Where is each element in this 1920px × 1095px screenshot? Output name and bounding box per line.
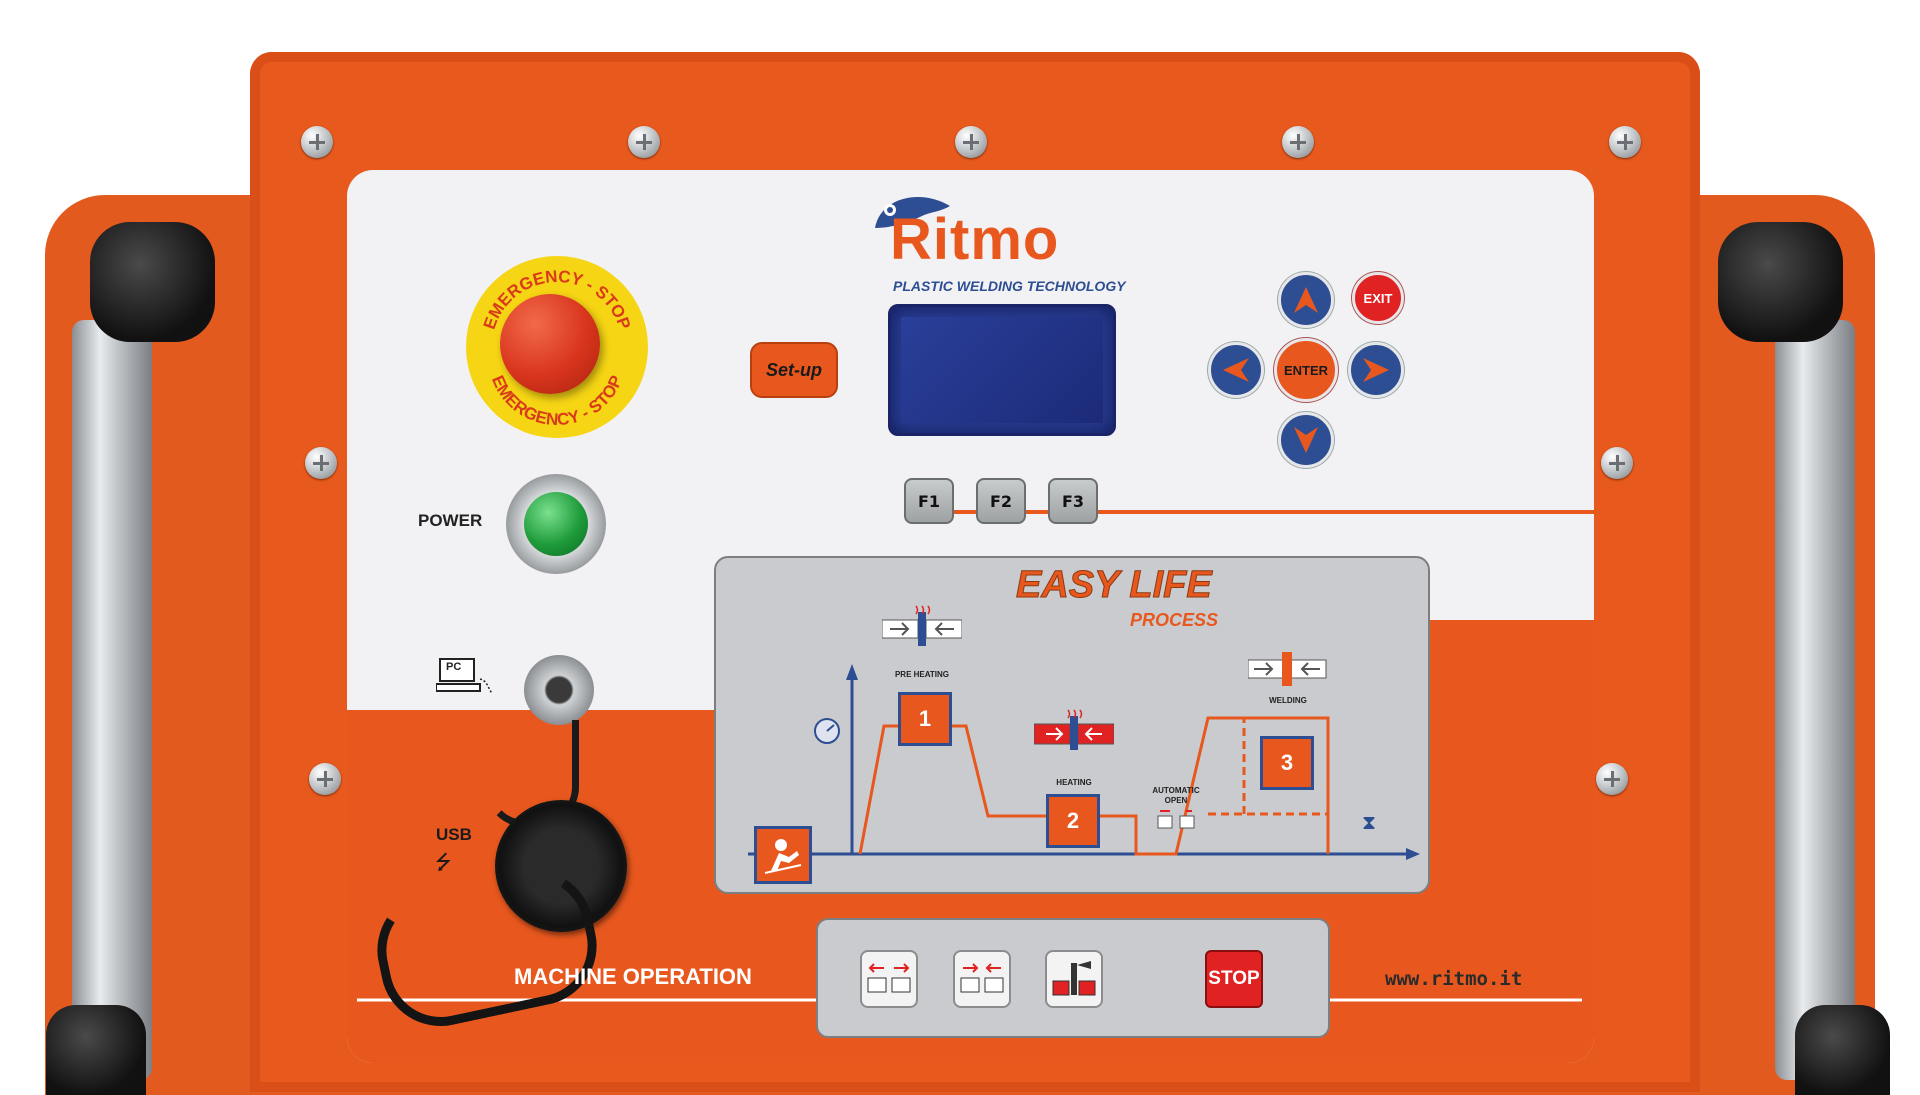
pc-icon: PC <box>435 657 493 697</box>
welding-icon <box>1248 652 1327 686</box>
pc-port-connector[interactable] <box>524 655 594 725</box>
temperature-gauge-icon <box>814 718 840 744</box>
step-3-box: 3 <box>1260 736 1314 790</box>
lcd-display <box>888 304 1116 436</box>
open-carriage-button[interactable] <box>860 950 918 1008</box>
exit-button[interactable]: EXIT <box>1352 272 1404 324</box>
screw-icon <box>305 447 337 479</box>
up-arrow-button[interactable] <box>1278 272 1334 328</box>
operator-start-icon <box>754 826 812 884</box>
screw-icon <box>1282 126 1314 158</box>
brand-name: Ritmo <box>890 207 1060 272</box>
power-button[interactable] <box>506 474 606 574</box>
automatic-open-icon <box>1157 810 1195 829</box>
right-handle-foot <box>1795 1005 1890 1095</box>
f2-key[interactable]: F2 <box>976 478 1026 524</box>
close-carriage-button[interactable] <box>953 950 1011 1008</box>
screw-icon <box>1596 763 1628 795</box>
screw-icon <box>301 126 333 158</box>
enter-button[interactable]: ENTER <box>1274 338 1338 402</box>
process-title: EASY LIFE <box>1016 564 1213 607</box>
emergency-stop-mushroom[interactable] <box>500 294 600 394</box>
auto-open-label-1: AUTOMATIC <box>1152 786 1200 795</box>
arrow-right-icon <box>1363 358 1389 382</box>
screw-icon <box>1609 126 1641 158</box>
step-2-label: HEATING <box>1056 778 1092 787</box>
left-handle-bar[interactable] <box>72 320 152 1080</box>
stop-button[interactable]: STOP <box>1205 950 1263 1008</box>
screw-icon <box>955 126 987 158</box>
process-subtitle: PROCESS <box>1130 610 1219 630</box>
auto-open-label-2: OPEN <box>1164 796 1188 805</box>
hourglass-icon: ⧗ <box>1362 810 1377 834</box>
right-arrow-button[interactable] <box>1348 342 1404 398</box>
carriage-close-icon <box>960 963 1004 993</box>
step-1-label: PRE HEATING <box>894 670 950 679</box>
process-panel: EASY LIFE PROCESS ⧗ PRE HEATING 1 HEATIN… <box>714 556 1430 894</box>
screw-icon <box>628 126 660 158</box>
left-handle-foot <box>46 1005 146 1095</box>
carriage-open-icon <box>867 963 911 993</box>
heating-icon <box>1034 709 1114 750</box>
right-handle-bar[interactable] <box>1775 320 1855 1080</box>
step-3-label: WELDING <box>1269 696 1307 705</box>
left-handle-cap <box>90 222 215 342</box>
lcd-screen <box>901 317 1103 423</box>
facing-tool-icon <box>1052 961 1096 996</box>
f3-key[interactable]: F3 <box>1048 478 1098 524</box>
usb-port-cap[interactable] <box>495 800 627 932</box>
pc-label: PC <box>446 661 462 673</box>
brand-tagline: PLASTIC WELDING TECHNOLOGY <box>893 278 1126 294</box>
screw-icon <box>309 763 341 795</box>
power-button-lens <box>524 492 588 556</box>
facing-tool-button[interactable] <box>1045 950 1103 1008</box>
down-arrow-button[interactable] <box>1278 412 1334 468</box>
f1-key[interactable]: F1 <box>904 478 954 524</box>
step-2-box: 2 <box>1046 794 1100 848</box>
step-1-box: 1 <box>898 692 952 746</box>
screw-icon <box>1601 447 1633 479</box>
emergency-stop-button[interactable]: EMERGENCY - STOP EMERGENCY - STOP <box>466 256 648 438</box>
chameleon-logo-icon <box>875 197 950 228</box>
power-label: POWER <box>418 511 483 530</box>
left-arrow-button[interactable] <box>1208 342 1264 398</box>
usb-label: USB <box>436 825 472 844</box>
website-url[interactable]: www.ritmo.it <box>1385 968 1523 990</box>
right-handle-cap <box>1718 222 1843 342</box>
pre-heating-icon <box>882 605 962 646</box>
usb-icon: ⭍ <box>435 850 452 874</box>
arrow-left-icon <box>1223 358 1249 382</box>
machine-operation-label: MACHINE OPERATION <box>514 964 752 989</box>
brand-logo: Ritmo PLASTIC WELDING TECHNOLOGY <box>870 188 1126 298</box>
arrow-down-icon <box>1294 427 1318 453</box>
setup-button[interactable]: Set-up <box>750 342 838 398</box>
arrow-up-icon <box>1294 287 1318 313</box>
